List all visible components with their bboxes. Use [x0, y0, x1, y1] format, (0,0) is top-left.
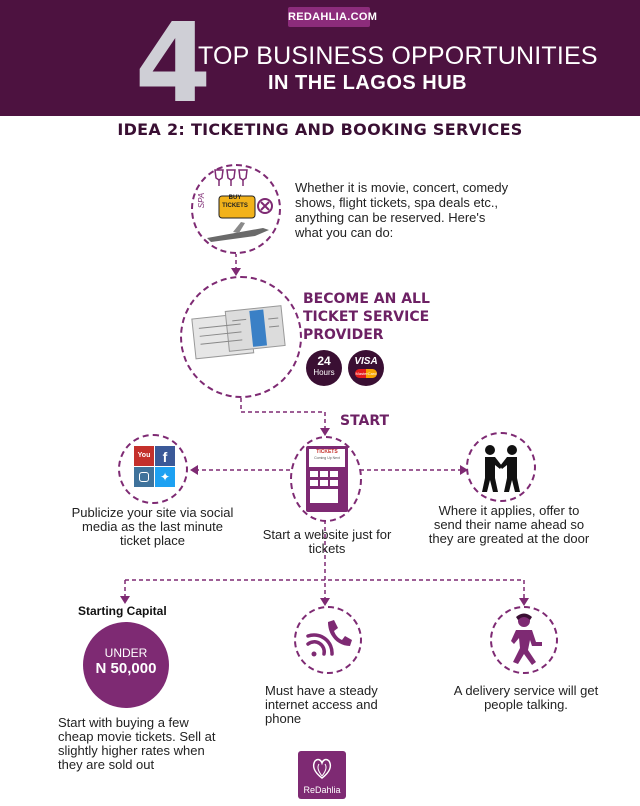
website-screen-sub: Coming Up Next [314, 456, 340, 460]
handshake-circle [466, 432, 536, 502]
arrow-provider [231, 268, 241, 276]
flower-icon [312, 758, 332, 779]
website-text: Start a website just for tickets [262, 527, 392, 556]
badge-24-number: 24 [317, 354, 331, 368]
arrow-internet [320, 598, 330, 606]
social-text: Publicize your site via social media as … [71, 505, 234, 548]
capital-amount: N 50,000 [95, 660, 157, 677]
provider-heading: BECOME AN ALL TICKET SERVICE PROVIDER [303, 291, 430, 343]
instagram-icon[interactable] [134, 467, 154, 487]
provider-circle [180, 276, 302, 398]
website-screen-title: TICKETS [316, 449, 338, 455]
intro-circle [191, 164, 281, 254]
delivery-person-icon [511, 613, 542, 665]
visa-label: VISA [354, 356, 378, 367]
arrow-handshake [460, 465, 468, 475]
handshake-text: Where it applies, offer to send their na… [428, 503, 590, 546]
internet-text: Must have a steady internet access and p… [265, 683, 378, 726]
buy-tickets-label: BUY TICKETS [222, 195, 248, 209]
visa-badge: VISA MasterCard [348, 350, 384, 386]
delivery-circle [490, 606, 558, 674]
arrow-start [320, 428, 330, 436]
ticket-icon [207, 169, 273, 242]
phone-wifi-icon [306, 620, 352, 657]
capital-under: UNDER [104, 646, 148, 660]
arrow-social [190, 465, 198, 475]
site-badge[interactable]: REDAHLIA.COM [288, 7, 377, 27]
capital-text: Start with buying a few cheap movie tick… [58, 715, 216, 772]
redahlia-logo[interactable]: ReDahlia [298, 751, 346, 799]
idea-title: IDEA 2: TICKETING AND BOOKING SERVICES [117, 120, 523, 139]
start-label: START [340, 413, 390, 429]
social-circle: You f ✦ [118, 434, 188, 504]
arrow-delivery [519, 598, 529, 606]
handshake-icon [482, 445, 520, 492]
twitter-icon[interactable]: ✦ [155, 467, 175, 487]
internet-circle [294, 606, 362, 674]
logo-text: ReDahlia [303, 785, 341, 795]
spa-label: SPA [197, 192, 207, 209]
website-screen: TICKETS Coming Up Next [309, 449, 345, 467]
arrow-capital [120, 596, 130, 604]
capital-badge: UNDER N 50,000 [83, 622, 169, 708]
mastercard-icon: MasterCard [355, 369, 377, 378]
badge-24-label: Hours [313, 368, 335, 377]
ticket-stubs-icon [191, 305, 286, 360]
website-circle: TICKETS Coming Up Next [290, 436, 362, 522]
capital-heading: Starting Capital [78, 604, 167, 618]
title-line-2: IN THE LAGOS HUB [268, 72, 468, 94]
delivery-text: A delivery service will get people talki… [453, 683, 599, 712]
website-screen-icon: TICKETS Coming Up Next [306, 446, 348, 512]
intro-text: Whether it is movie, concert, comedy sho… [295, 180, 509, 240]
big-number: 4 [134, 0, 212, 127]
youtube-icon[interactable]: You [134, 446, 154, 466]
24-hours-badge: 24 Hours [306, 350, 342, 386]
facebook-icon[interactable]: f [155, 446, 175, 466]
line-provider-start [240, 398, 326, 430]
